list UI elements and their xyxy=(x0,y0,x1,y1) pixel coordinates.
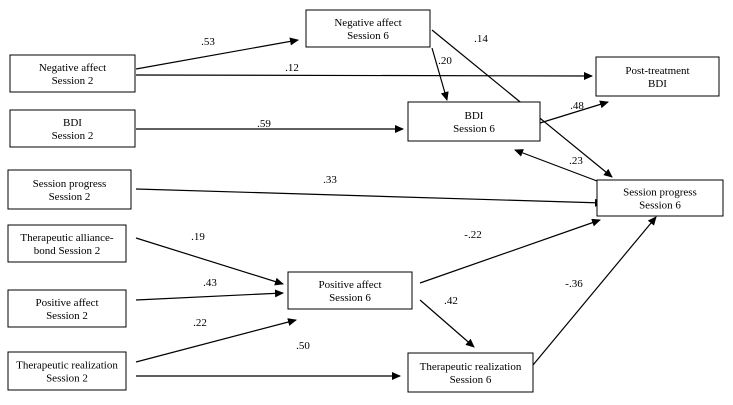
node-label: Session 6 xyxy=(450,374,492,386)
edge-arrow-pa6-sp6 xyxy=(419,218,601,284)
node-tab2: Therapeutic alliance-bond Session 2 xyxy=(7,224,127,263)
edge-coefficient-na6-sp6: .14 xyxy=(474,33,488,45)
node-label: bond Session 2 xyxy=(34,245,101,257)
edge-coefficient-sp6-bdi6: .23 xyxy=(569,155,583,167)
node-label: Negative affect xyxy=(39,62,106,74)
edge-arrow-tab2-pa6 xyxy=(135,237,284,286)
edge-coefficient-tr6-sp6: -.36 xyxy=(565,278,583,290)
node-label: Session 6 xyxy=(639,200,681,212)
node-label: Session 2 xyxy=(46,373,88,385)
node-label: Therapeutic realization xyxy=(420,361,522,373)
edge-arrow-tr2-pa6 xyxy=(135,318,297,363)
edge-coefficient-bdi6-post: .48 xyxy=(570,100,584,112)
edge-coefficient-bdi2-bdi6: .59 xyxy=(257,118,271,130)
edge-arrow-na6-bdi6 xyxy=(431,47,449,101)
node-box xyxy=(7,351,127,391)
node-box xyxy=(9,109,136,148)
node-label: Negative affect xyxy=(334,17,401,29)
edge-coefficient-na2-na6: .53 xyxy=(201,36,215,48)
edge-coefficient-pa2-pa6: .43 xyxy=(203,277,217,289)
edge-arrow-tr6-sp6 xyxy=(532,216,657,366)
node-label: Session 2 xyxy=(49,191,91,203)
node-label: BDI xyxy=(465,110,484,122)
node-label: Session 6 xyxy=(347,30,389,42)
node-box xyxy=(407,101,541,142)
node-box xyxy=(287,271,413,310)
edge-arrow-pa6-tr6 xyxy=(419,299,475,348)
node-label: Session 6 xyxy=(453,123,495,135)
node-label: Therapeutic alliance- xyxy=(20,232,113,244)
edge-coefficient-tab2-pa6: .19 xyxy=(191,231,205,243)
node-label: Session 2 xyxy=(52,75,94,87)
edge-arrow-sp6-bdi6 xyxy=(514,149,598,182)
edge-coefficient-pa6-sp6: -.22 xyxy=(464,229,481,241)
edge-coefficient-na2-post: .12 xyxy=(285,62,299,74)
node-label: Session progress xyxy=(623,187,697,199)
node-box xyxy=(595,56,720,97)
node-label: Positive affect xyxy=(35,297,98,309)
edges-layer xyxy=(135,29,657,380)
node-box xyxy=(7,224,127,263)
node-label: BDI xyxy=(63,117,82,129)
node-label: Session 6 xyxy=(329,292,371,304)
edge-coefficient-na6-bdi6: .20 xyxy=(438,55,452,67)
edge-coefficient-sp2-sp6: .33 xyxy=(323,174,337,186)
node-box xyxy=(9,54,136,93)
node-box xyxy=(596,179,724,217)
node-box xyxy=(7,169,132,210)
edge-arrow-pa2-pa6 xyxy=(135,289,284,301)
node-label: Session 2 xyxy=(52,130,94,142)
node-label: Post-treatment xyxy=(625,65,689,77)
edge-arrow-sp2-sp6 xyxy=(135,188,604,207)
edge-coefficient-pa6-tr6: .42 xyxy=(444,295,458,307)
node-box xyxy=(407,352,534,393)
edge-arrow-na2-na6 xyxy=(135,37,299,70)
edge-arrow-bdi6-post xyxy=(539,100,609,124)
edge-coefficient-tr2-pa6: .22 xyxy=(193,317,207,329)
node-label: Therapeutic realization xyxy=(16,360,118,372)
node-label: BDI xyxy=(648,78,667,90)
edge-labels-layer: .53 .12 .20 .14 .59 .48 .23 .33 .19 .43 .22 .50 -.22… xyxy=(191,33,584,352)
node-label: Positive affect xyxy=(318,279,381,291)
node-box xyxy=(7,289,127,328)
edge-coefficient-tr2-tr6: .50 xyxy=(296,340,310,352)
edge-arrow-na2-post xyxy=(135,71,593,80)
node-label: Session 2 xyxy=(46,310,88,322)
node-box xyxy=(305,9,431,48)
node-label: Session progress xyxy=(33,178,107,190)
